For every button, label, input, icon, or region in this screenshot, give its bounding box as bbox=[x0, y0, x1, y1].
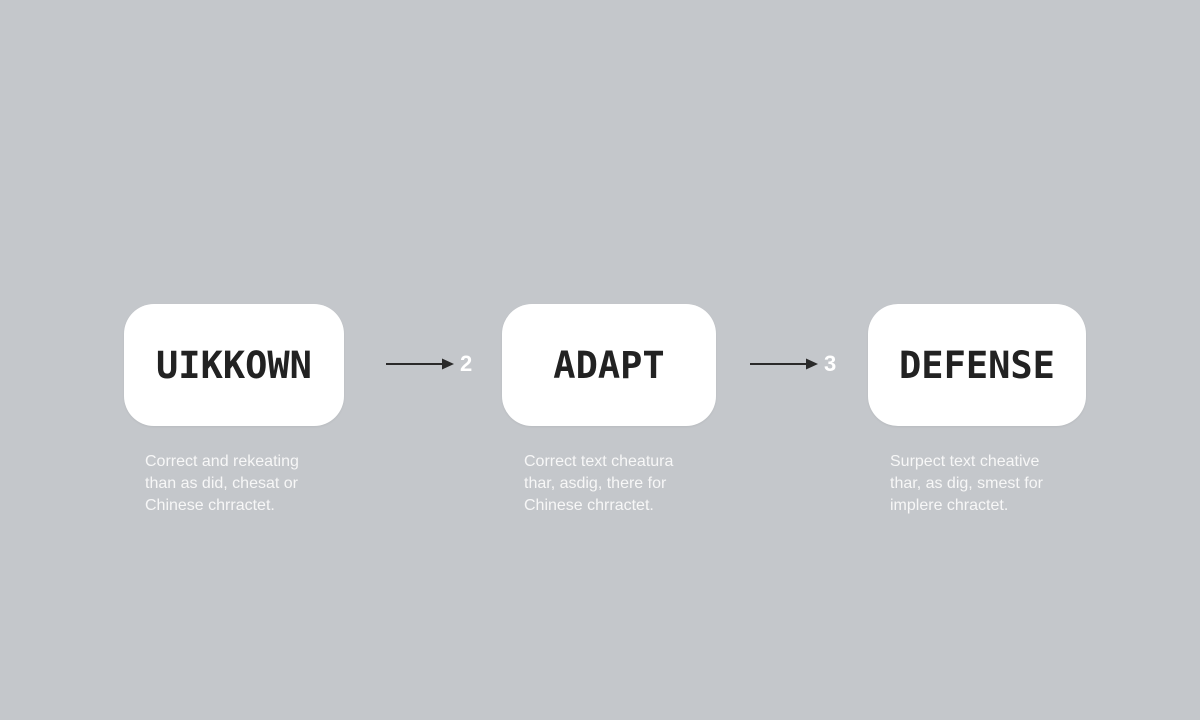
step-number-3: 3 bbox=[824, 351, 837, 376]
step-description-1-line-2: than as did, chesat or bbox=[145, 475, 298, 492]
step-title-2: ADAPT bbox=[553, 343, 665, 387]
step-description-2: Correct text cheatura thar, asdig, there… bbox=[524, 451, 764, 517]
step-title-1: UIKKOWN bbox=[156, 343, 312, 387]
step-card-1: UIKKOWN bbox=[124, 304, 344, 426]
step-description-3-line-2: thar, as dig, smest for bbox=[890, 475, 1043, 492]
step-description-3-line-1: Surpect text cheative bbox=[890, 453, 1040, 470]
connector-1: 2 bbox=[386, 352, 472, 376]
step-title-3: DEFENSE bbox=[899, 343, 1055, 387]
step-description-1-line-3: Chinese chrractet. bbox=[145, 497, 275, 514]
connector-2: 3 bbox=[750, 352, 836, 376]
step-description-1: Correct and rekeating than as did, chesa… bbox=[145, 451, 385, 517]
step-card-2: ADAPT bbox=[502, 304, 716, 426]
step-description-3: Surpect text cheative thar, as dig, smes… bbox=[890, 451, 1130, 517]
step-description-2-line-2: thar, asdig, there for bbox=[524, 475, 667, 492]
right-arrow-icon bbox=[386, 358, 454, 370]
step-description-1-line-1: Correct and rekeating bbox=[145, 453, 299, 470]
step-description-3-line-3: implere chractet. bbox=[890, 497, 1009, 514]
step-description-2-line-1: Correct text cheatura bbox=[524, 453, 674, 470]
right-arrow-icon bbox=[750, 358, 818, 370]
step-card-3: DEFENSE bbox=[868, 304, 1086, 426]
step-description-2-line-3: Chinese chrractet. bbox=[524, 497, 654, 514]
step-number-2: 2 bbox=[460, 351, 473, 376]
